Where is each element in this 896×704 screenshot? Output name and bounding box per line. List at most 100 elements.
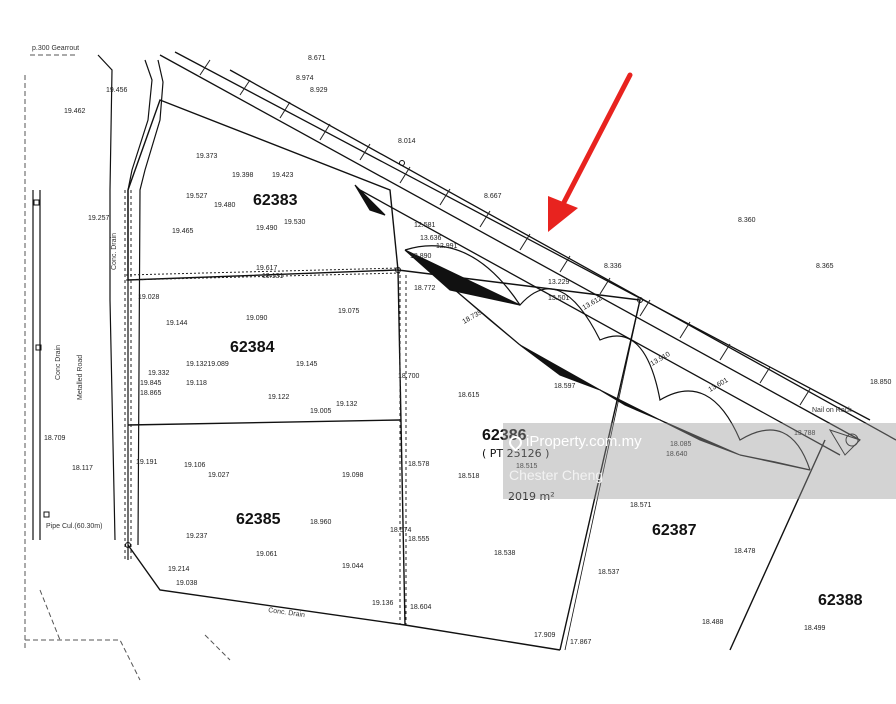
svg-text:17.909: 17.909	[534, 632, 556, 639]
svg-text:18.538: 18.538	[494, 550, 516, 557]
svg-text:13.788: 13.788	[794, 430, 816, 437]
svg-text:19.465: 19.465	[172, 228, 194, 235]
svg-text:19.527: 19.527	[186, 193, 208, 200]
svg-text:19.132: 19.132	[336, 401, 358, 408]
nail-on-rock-mark	[828, 429, 861, 456]
watermark-overlay: iProperty.com.my Chester Cheng	[503, 423, 896, 499]
svg-text:19.028: 19.028	[138, 294, 160, 301]
svg-text:18.604: 18.604	[410, 604, 432, 611]
svg-text:18.555: 18.555	[408, 536, 430, 543]
lot-62384-number: 62384	[230, 339, 275, 356]
label-nail-on-rock: Nail on Rock	[812, 407, 852, 414]
lot-62388-number: 62388	[818, 592, 863, 609]
lot-62387-number: 62387	[652, 522, 697, 539]
svg-text:19.237: 19.237	[186, 533, 208, 540]
svg-text:19.480: 19.480	[214, 202, 236, 209]
svg-text:12.581: 12.581	[414, 222, 436, 229]
svg-text:19.530: 19.530	[284, 219, 306, 226]
svg-text:19.122: 19.122	[268, 394, 290, 401]
svg-text:19.136: 19.136	[372, 600, 394, 607]
svg-text:18.478: 18.478	[734, 548, 756, 555]
svg-text:8.360: 8.360	[738, 217, 756, 224]
fence-lines	[124, 190, 407, 625]
svg-text:8.336: 8.336	[604, 263, 622, 270]
label-metalled-road: Metalled Road	[77, 355, 84, 400]
svg-text:19.005: 19.005	[310, 408, 332, 415]
svg-text:18.499: 18.499	[804, 625, 826, 632]
svg-text:19.098: 19.098	[342, 472, 364, 479]
svg-text:18.488: 18.488	[702, 619, 724, 626]
svg-text:18.739: 18.739	[462, 309, 484, 326]
svg-text:18.700: 18.700	[398, 373, 420, 380]
lot-62386-number: 62386	[482, 427, 527, 444]
svg-text:19.118: 19.118	[186, 380, 207, 387]
svg-text:8.667: 8.667	[484, 193, 502, 200]
svg-text:13.910: 13.910	[650, 351, 672, 368]
svg-text:18.865: 18.865	[140, 390, 162, 397]
svg-text:18.571: 18.571	[630, 502, 652, 509]
svg-text:18.537: 18.537	[598, 569, 620, 576]
svg-text:19.423: 19.423	[272, 172, 294, 179]
svg-text:19.13219.089: 19.13219.089	[186, 361, 229, 368]
main-road-diagonal	[159, 51, 896, 456]
label-conc-drain-2: Conc. Drain	[111, 233, 118, 270]
svg-text:19.191: 19.191	[136, 459, 158, 466]
svg-text:19.490: 19.490	[256, 225, 278, 232]
svg-text:19.398: 19.398	[232, 172, 254, 179]
svg-text:19.214: 19.214	[168, 566, 190, 573]
label-conc-drain-bottom: Conc. Drain	[268, 607, 306, 619]
svg-text:18.772: 18.772	[414, 285, 436, 292]
svg-text:18.960: 18.960	[310, 519, 332, 526]
svg-text:18.574: 18.574	[390, 527, 412, 534]
svg-text:18.085: 18.085	[670, 441, 692, 448]
svg-text:18.518: 18.518	[458, 473, 480, 480]
svg-text:19.044: 19.044	[342, 563, 364, 570]
watermark-brand: iProperty.com.my	[506, 432, 642, 452]
svg-text:19.090: 19.090	[246, 315, 268, 322]
svg-text:19.075: 19.075	[338, 308, 360, 315]
svg-text:19.144: 19.144	[166, 320, 188, 327]
svg-text:8.929: 8.929	[310, 87, 328, 94]
svg-text:19.257: 19.257	[88, 215, 110, 222]
svg-text:18.117: 18.117	[72, 465, 93, 472]
svg-text:19.027: 19.027	[208, 472, 230, 479]
svg-text:19.845: 19.845	[140, 380, 162, 387]
svg-text:19.145: 19.145	[296, 361, 318, 368]
svg-text:13.612: 13.612	[582, 295, 604, 312]
svg-text:19.332: 19.332	[148, 370, 170, 377]
label-pipe-culvert: Pipe Cul.(60.30m)	[46, 523, 102, 530]
svg-text:19.456: 19.456	[106, 87, 128, 94]
svg-text:18.597: 18.597	[554, 383, 576, 390]
svg-text:19.106: 19.106	[184, 462, 206, 469]
spot-heights: 8.671 8.974 8.929 8.014 8.667 8.360 8.33…	[44, 55, 892, 646]
outer-dashed-boundaries	[24, 54, 231, 681]
lot-62386-reference: ( PT 25126 )	[482, 447, 549, 460]
svg-text:13.501: 13.501	[548, 295, 570, 302]
svg-text:18.890: 18.890	[410, 253, 432, 260]
svg-text:13.636: 13.636	[420, 235, 442, 242]
svg-text:19.462: 19.462	[64, 108, 86, 115]
svg-text:19.131: 19.131	[262, 273, 284, 280]
svg-text:19.373: 19.373	[196, 153, 218, 160]
svg-text:18.515: 18.515	[516, 463, 538, 470]
svg-text:12.991: 12.991	[436, 243, 458, 250]
svg-text:18.578: 18.578	[408, 461, 430, 468]
road-hatching	[199, 59, 811, 406]
label-conc-drain: Conc Drain	[55, 345, 62, 380]
svg-text:13.229: 13.229	[548, 279, 570, 286]
svg-text:17.867: 17.867	[570, 639, 592, 646]
svg-text:18.640: 18.640	[666, 451, 688, 458]
svg-text:8.014: 8.014	[398, 138, 416, 145]
label-top-left: p.300 Gearrout	[32, 45, 79, 52]
location-pin-icon	[506, 432, 525, 452]
lot-boundaries	[127, 99, 826, 651]
svg-text:19.061: 19.061	[256, 551, 278, 558]
watermark-agent-name: Chester Cheng	[509, 467, 604, 483]
slope-scallops	[354, 184, 811, 471]
svg-text:8.974: 8.974	[296, 75, 314, 82]
lot-62383-number: 62383	[253, 192, 298, 209]
svg-text:19.617: 19.617	[256, 265, 278, 272]
lot-62385-number: 62385	[236, 511, 281, 528]
svg-text:19.038: 19.038	[176, 580, 198, 587]
